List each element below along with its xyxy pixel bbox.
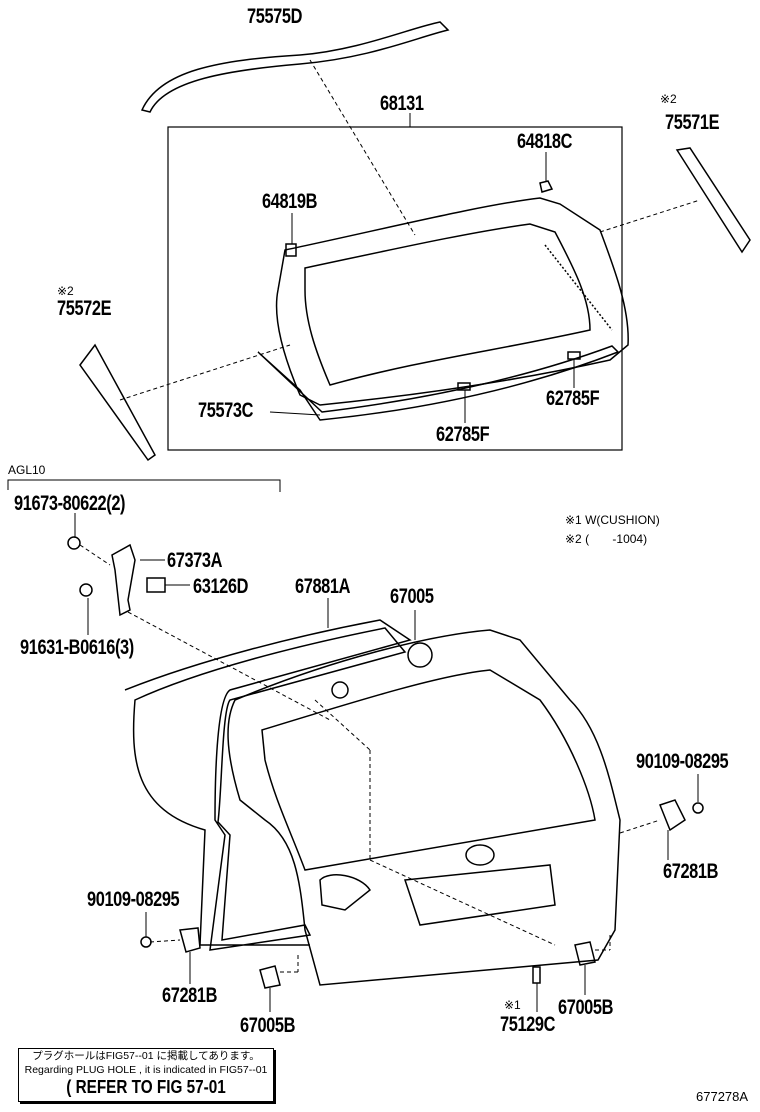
clip-62785F bbox=[457, 382, 471, 391]
part-label-91673-80622: 91673-80622(2) bbox=[14, 492, 126, 515]
part-label-75571E: 75571E bbox=[665, 111, 720, 134]
note-english: Regarding PLUG HOLE , it is indicated in… bbox=[24, 1064, 268, 1076]
part-label-90109-08295: 90109-08295 bbox=[636, 750, 729, 773]
part-label-67005: 67005 bbox=[390, 585, 434, 608]
part-label-67373A: 67373A bbox=[167, 549, 223, 572]
clip-64819B bbox=[285, 243, 297, 257]
cushion-67005B-right bbox=[574, 941, 596, 966]
bolt-91631 bbox=[79, 583, 93, 597]
cushion-67005B-left bbox=[259, 965, 281, 989]
molding-75573C bbox=[257, 345, 620, 421]
part-label-67881A: 67881A bbox=[295, 575, 351, 598]
molding-75571E bbox=[675, 147, 751, 254]
part-label-75573C: 75573C bbox=[198, 399, 254, 422]
group-label: AGL10 bbox=[8, 463, 46, 477]
figure-id: 677278A bbox=[696, 1089, 749, 1104]
note-japanese: プラグホールはFIG57--01 に掲載してあります。 bbox=[32, 1050, 260, 1062]
part-label-68131: 68131 bbox=[380, 92, 424, 115]
reference-note-box: プラグホールはFIG57--01 に掲載してあります。 Regarding PL… bbox=[18, 1048, 274, 1102]
mark-1: ※1 bbox=[504, 998, 521, 1012]
note-refer[interactable]: ( REFER TO FIG 57-01 bbox=[66, 1077, 226, 1097]
hinge-67373A bbox=[111, 543, 136, 617]
part-label-75572E: 75572E bbox=[57, 297, 112, 320]
back-door-67005 bbox=[227, 629, 621, 986]
weatherstrip-67881A bbox=[124, 619, 412, 951]
part-label-67005B: 67005B bbox=[558, 996, 614, 1019]
part-label-67281B: 67281B bbox=[162, 984, 218, 1007]
clip-64818C bbox=[539, 180, 554, 193]
part-label-67005B: 67005B bbox=[240, 1014, 296, 1037]
stay-67281B-left bbox=[179, 927, 201, 953]
part-label-64819B: 64819B bbox=[262, 190, 318, 213]
part-label-75575D: 75575D bbox=[247, 5, 303, 28]
stay-67281B-right bbox=[659, 799, 686, 832]
part-label-64818C: 64818C bbox=[517, 130, 573, 153]
back-door-glass bbox=[275, 197, 629, 406]
legend-note-1: ※1 W(CUSHION) bbox=[565, 513, 660, 527]
part-label-63126D: 63126D bbox=[193, 575, 249, 598]
legend-note-2: ※2 ( -1004) bbox=[565, 532, 648, 546]
glass-group-frame bbox=[167, 126, 623, 451]
bolt-90109-right bbox=[692, 802, 704, 814]
part-label-67281B: 67281B bbox=[663, 860, 719, 883]
part-label-75129C: 75129C bbox=[500, 1013, 556, 1036]
part-label-62785F: 62785F bbox=[436, 423, 490, 446]
part-label-90109-08295: 90109-08295 bbox=[87, 888, 180, 911]
mark-2-right: ※2 bbox=[660, 92, 677, 106]
mark-2-left: ※2 bbox=[57, 284, 74, 298]
pad-63126D bbox=[146, 577, 166, 593]
part-label-91631-B0616: 91631-B0616(3) bbox=[20, 636, 134, 659]
bolt-91673 bbox=[67, 536, 81, 550]
cushion-75129C bbox=[532, 966, 541, 984]
molding-75572E bbox=[79, 343, 156, 462]
part-label-62785F: 62785F bbox=[546, 387, 600, 410]
bolt-90109-left bbox=[140, 936, 152, 948]
molding-75575D bbox=[140, 21, 450, 113]
